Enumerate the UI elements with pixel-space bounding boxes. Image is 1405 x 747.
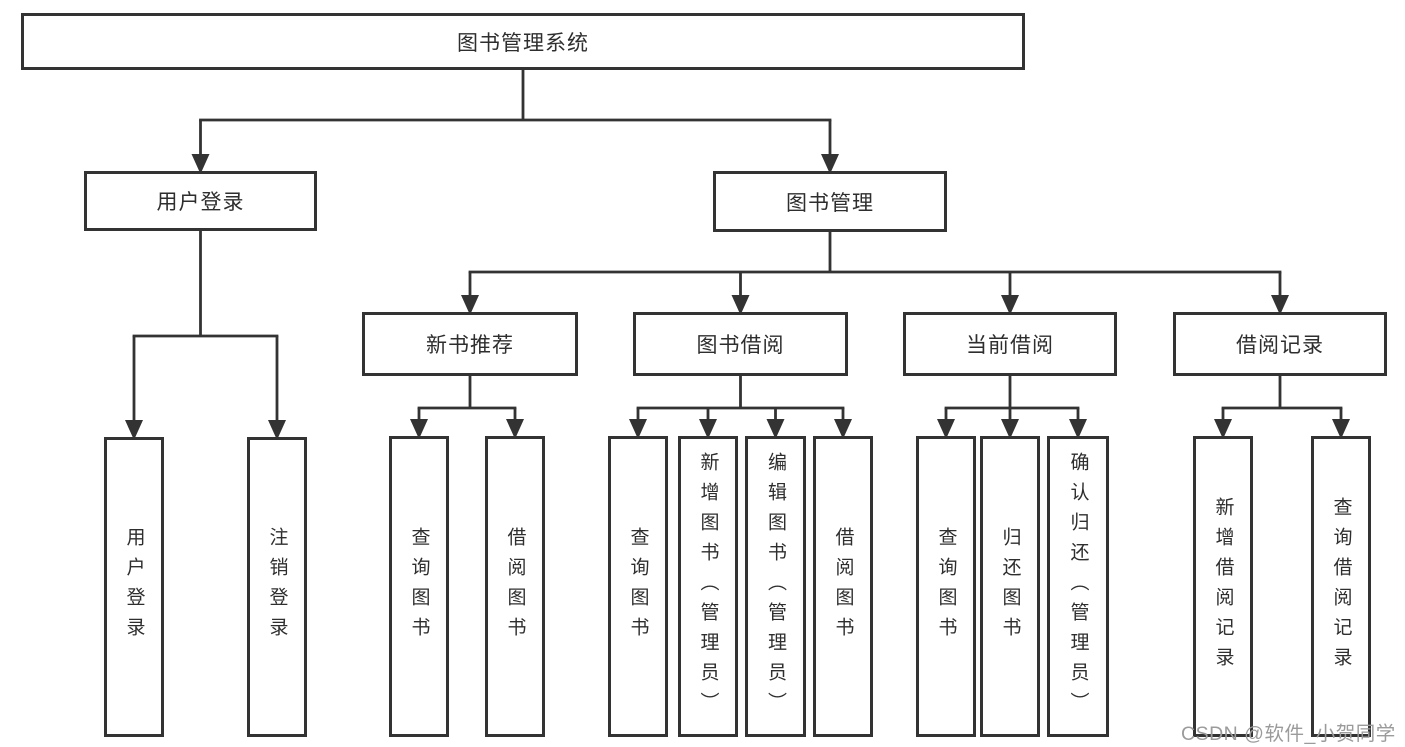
node-new-book-recommendation: 新书推荐 (362, 312, 578, 376)
node-bb-borrow-books: 借阅图书 (813, 436, 873, 737)
node-br-add-borrow-record: 新增借阅记录 (1193, 436, 1253, 737)
csdn-watermark: CSDN @软件_小贺同学 (1181, 723, 1396, 745)
node-user-login-action: 用户登录 (104, 437, 164, 737)
node-cb-return-books: 归还图书 (980, 436, 1040, 737)
node-bb-edit-books-admin: 编辑图书（管理员） (745, 436, 806, 737)
node-book-borrowing: 图书借阅 (633, 312, 848, 376)
node-current-borrowing: 当前借阅 (903, 312, 1117, 376)
node-logout-action: 注销登录 (247, 437, 307, 737)
node-bb-add-books-admin: 新增图书（管理员） (678, 436, 738, 737)
node-nbr-borrow-books: 借阅图书 (485, 436, 545, 737)
node-nbr-query-books: 查询图书 (389, 436, 449, 737)
node-user-login: 用户登录 (84, 171, 317, 231)
node-cb-query-books: 查询图书 (916, 436, 976, 737)
node-library-management-system: 图书管理系统 (21, 13, 1025, 70)
node-cb-confirm-return-admin: 确认归还（管理员） (1047, 436, 1109, 737)
node-br-query-borrow-record: 查询借阅记录 (1311, 436, 1371, 737)
node-book-management: 图书管理 (713, 171, 947, 232)
node-borrowing-records: 借阅记录 (1173, 312, 1387, 376)
node-bb-query-books: 查询图书 (608, 436, 668, 737)
